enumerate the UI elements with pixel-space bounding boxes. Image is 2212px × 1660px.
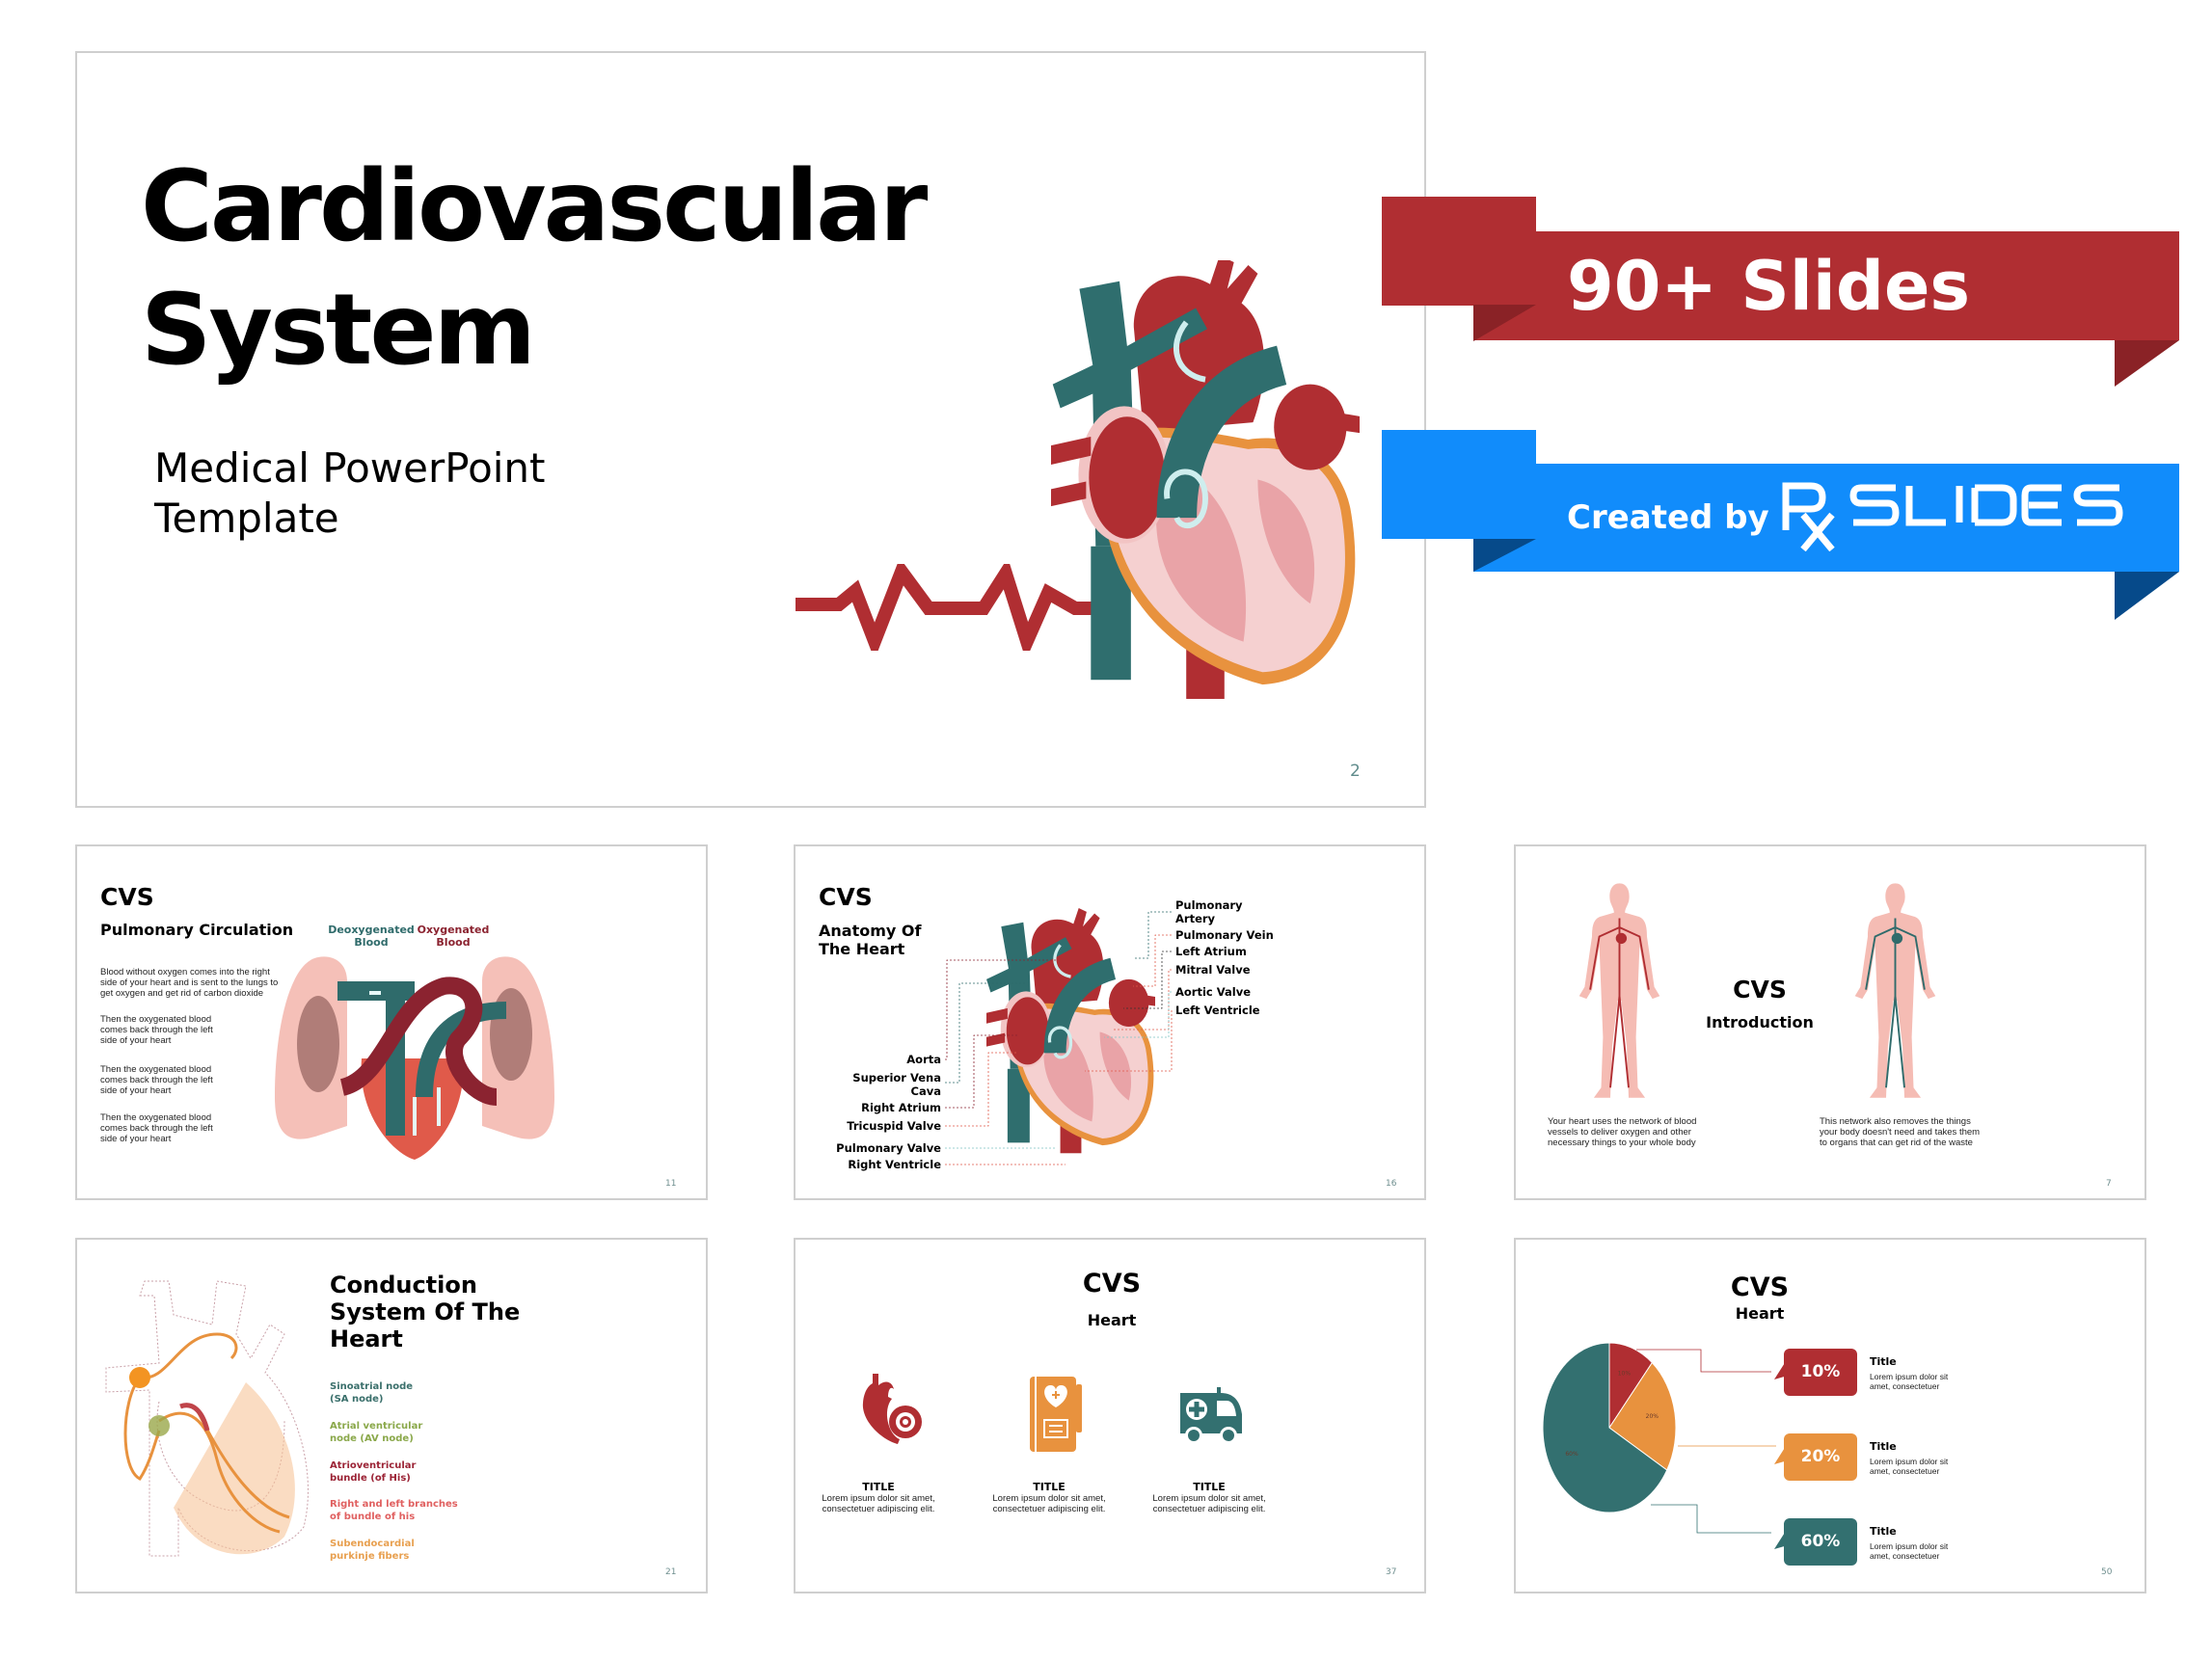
heart-target-icon: [862, 1374, 922, 1444]
card-3: TITLE Lorem ipsum dolor sit amet,consect…: [1142, 1481, 1277, 1514]
slide-heart-pie[interactable]: CVS Heart 10% 20% 60% 10% Title Lorem ipsu…: [1514, 1238, 2146, 1593]
pulmonary-circulation-illustration: [275, 956, 554, 1160]
callout-title: Title: [1870, 1440, 1897, 1453]
card-title: TITLE: [1033, 1481, 1066, 1493]
rx-slides-logo: [1782, 482, 2123, 551]
label-left-ventricle: Left Ventricle: [1175, 1004, 1260, 1017]
label-pulmonary-artery: Pulmonary: [1175, 898, 1243, 912]
hero-title-line2: System: [141, 273, 536, 388]
card-text: consectetuer adipiscing elit.: [1152, 1504, 1266, 1514]
card-text: Lorem ipsum dolor sit amet,: [1152, 1493, 1266, 1504]
label-right-atrium: Right Atrium: [861, 1101, 941, 1114]
conduction-heart-illustration: [105, 1280, 309, 1557]
pie-slice-label: 60%: [1565, 1451, 1578, 1458]
card-text: Lorem ipsum dolor sit amet,: [822, 1493, 935, 1504]
card-text: consectetuer adipiscing elit.: [822, 1504, 935, 1514]
label-superior-vena-cava-2: Cava: [910, 1084, 941, 1098]
slides-count-label: 90+ Slides: [1567, 247, 1971, 326]
slide-subtitle: Pulmonary Circulation: [100, 921, 294, 939]
pie-slice: [1608, 1361, 1677, 1471]
heart-illustration: [1051, 260, 1360, 699]
card-2: TITLE Lorem ipsum dolor sit amet,consect…: [982, 1481, 1117, 1514]
slide-subtitle: Heart: [1735, 1304, 1785, 1323]
label-mitral-valve: Mitral Valve: [1175, 963, 1251, 977]
callout-value: 60%: [1784, 1518, 1857, 1566]
card-text: consectetuer adipiscing elit.: [992, 1504, 1106, 1514]
slide-title: CVS: [100, 883, 154, 911]
hero-subtitle-line2: Template: [154, 495, 339, 542]
pie-chart: 10% 20% 60%: [1542, 1342, 1677, 1513]
page-number: 37: [1386, 1567, 1397, 1577]
label-aorta: Aorta: [906, 1053, 941, 1066]
card-title: TITLE: [1193, 1481, 1226, 1493]
callout-value: 20%: [1784, 1433, 1857, 1481]
paragraph: Blood without oxygen comes into the righ…: [100, 967, 279, 999]
card-title: TITLE: [862, 1481, 895, 1493]
label-pulmonary-vein: Pulmonary Vein: [1175, 928, 1274, 942]
callout-title: Title: [1870, 1355, 1897, 1368]
label-superior-vena-cava: Superior Vena: [852, 1071, 941, 1084]
leader-lines: [945, 911, 1173, 1165]
slide-subtitle: Introduction: [1706, 1013, 1814, 1031]
pie-slice-label: 10%: [1618, 1370, 1632, 1377]
slide-title: CVS: [1730, 1272, 1790, 1302]
legend-sa-node: Sinoatrial node(SA node): [330, 1381, 414, 1405]
label-left-atrium: Left Atrium: [1175, 945, 1247, 958]
page-number: 11: [665, 1179, 677, 1189]
slide-title: CVS: [1733, 976, 1787, 1004]
callout-value: 10%: [1784, 1349, 1857, 1396]
slide-pulmonary-circulation[interactable]: CVS Pulmonary Circulation Blood without …: [75, 844, 708, 1200]
card-text: Lorem ipsum dolor sit amet,: [992, 1493, 1106, 1504]
slide-heart-icons[interactable]: CVS Heart TITLE Lorem ipsum dolor sit am…: [794, 1238, 1426, 1593]
slide-anatomy-of-the-heart[interactable]: CVS Anatomy Of The Heart Aorta Superior …: [794, 844, 1426, 1200]
label-aortic-valve: Aortic Valve: [1175, 985, 1252, 999]
hero-subtitle-line1: Medical PowerPoint: [154, 444, 546, 492]
connector-lines: [1636, 1349, 1776, 1534]
slide-title: CVS: [1082, 1269, 1142, 1299]
hero-title-line1: Cardiovascular: [141, 149, 928, 264]
callout-title: Title: [1870, 1525, 1897, 1538]
page-number: 50: [2101, 1567, 2113, 1577]
label-tricuspid-valve: Tricuspid Valve: [847, 1119, 941, 1133]
page-number: 2: [1350, 762, 1361, 781]
medical-book-icon: [1030, 1377, 1082, 1452]
slide-subtitle: Heart: [1087, 1311, 1137, 1329]
page-number: 16: [1386, 1179, 1397, 1189]
label-pulmonary-valve: Pulmonary Valve: [836, 1141, 941, 1155]
slide-subtitle-line1: Anatomy Of: [819, 922, 922, 940]
pie-slice: [1542, 1342, 1668, 1513]
label-pulmonary-artery-2: Artery: [1175, 912, 1216, 925]
hero-slide[interactable]: Cardiovascular System Medical PowerPoint…: [75, 51, 1426, 808]
page-number: 21: [665, 1567, 677, 1577]
ambulance-icon: [1180, 1387, 1242, 1444]
slide-title: CVS: [819, 883, 873, 911]
card-1: TITLE Lorem ipsum dolor sit amet,consect…: [811, 1481, 946, 1514]
slide-subtitle-line2: The Heart: [819, 940, 905, 958]
arterial-body-illustration: [1574, 873, 1665, 1110]
label-right-ventricle: Right Ventricle: [848, 1158, 941, 1171]
ecg-line-icon: [796, 564, 1114, 651]
created-by-label: Created by: [1567, 498, 1769, 537]
pie-slice-label: 20%: [1646, 1413, 1659, 1420]
slide-introduction[interactable]: CVS Introduction Your heart uses the net…: [1514, 844, 2146, 1200]
page-number: 7: [2106, 1179, 2112, 1189]
venous-body-illustration: [1849, 873, 1941, 1110]
